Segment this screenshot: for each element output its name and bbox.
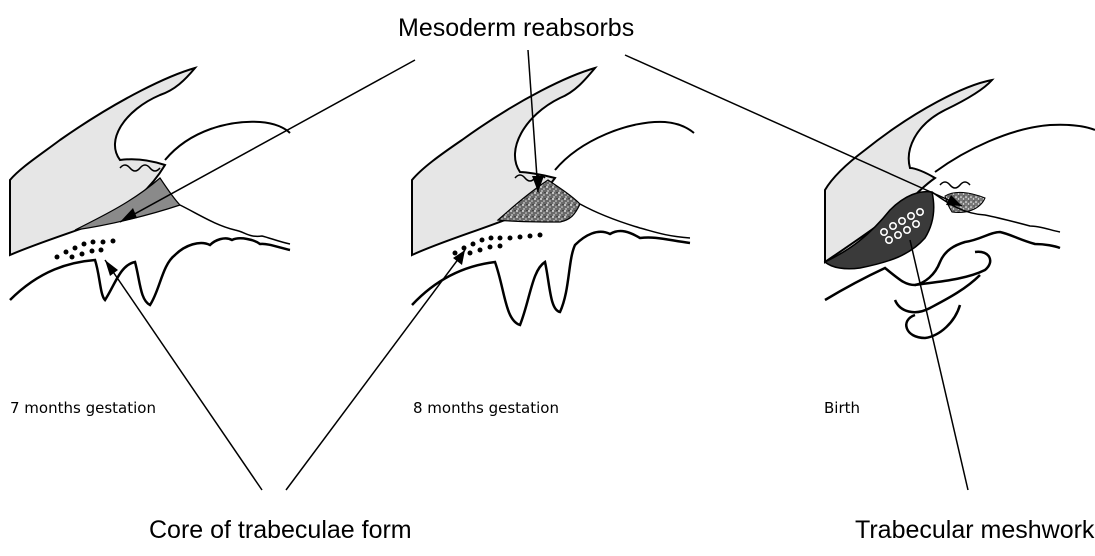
cornea-8m — [412, 68, 595, 255]
label-core-of-trabeculae: Core of trabeculae form — [149, 516, 412, 545]
pointer-core-to-7m — [105, 260, 262, 490]
lens-outline-7m — [165, 122, 290, 160]
trabecular-core-dots-8m — [453, 233, 543, 256]
panel-birth — [825, 80, 1095, 338]
wavy-line-birth — [940, 182, 970, 188]
lens-outline-birth — [935, 125, 1095, 172]
arrowhead-7m-core — [105, 260, 118, 276]
ciliary-lobe-3-birth — [906, 305, 960, 338]
panel-7-months — [10, 68, 290, 305]
pointer-core-to-8m — [286, 250, 465, 490]
trabecular-core-dots-7m — [55, 239, 116, 260]
cornea-7m — [10, 68, 195, 255]
label-trabecular-meshwork: Trabecular meshwork — [855, 516, 1094, 545]
lens-outline-8m — [555, 122, 694, 170]
ciliary-lobe-2-birth — [895, 275, 980, 312]
label-mesoderm-reabsorbs: Mesoderm reabsorbs — [398, 14, 634, 43]
panel-8-months — [412, 68, 694, 325]
pointer-lines — [105, 50, 968, 490]
caption-8-months: 8 months gestation — [413, 399, 559, 417]
caption-7-months: 7 months gestation — [10, 399, 156, 417]
ciliary-body-8m — [412, 231, 690, 325]
caption-birth: Birth — [824, 399, 860, 417]
ciliary-body-7m — [10, 238, 290, 305]
